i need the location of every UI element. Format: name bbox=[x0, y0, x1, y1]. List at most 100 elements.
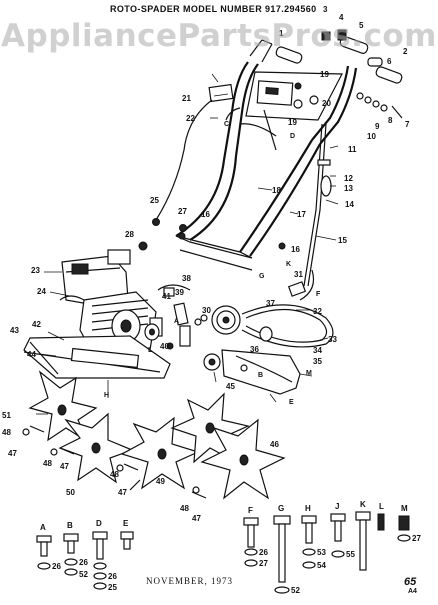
callout-48-a: 48 bbox=[2, 428, 11, 437]
callout-14: 14 bbox=[345, 200, 354, 209]
callout-12: 12 bbox=[344, 174, 353, 183]
callout-8: 8 bbox=[388, 116, 393, 125]
footer-date: NOVEMBER, 1973 bbox=[146, 576, 234, 586]
callout-40: 40 bbox=[160, 342, 169, 351]
callout-15: 15 bbox=[338, 236, 347, 245]
hardware-num-54: 54 bbox=[317, 561, 326, 570]
callout-39: 39 bbox=[175, 288, 184, 297]
hardware-letter-D: D bbox=[96, 519, 102, 528]
clutch-lever bbox=[208, 83, 234, 103]
bolt-H bbox=[301, 515, 317, 569]
control-cable bbox=[155, 99, 213, 221]
label-E: E bbox=[289, 399, 294, 406]
callout-47-d: 47 bbox=[192, 514, 201, 523]
grip-end-cap bbox=[367, 57, 383, 67]
callout-49: 49 bbox=[156, 477, 165, 486]
depth-rod bbox=[303, 123, 323, 287]
adjuster-knob bbox=[320, 175, 332, 197]
callout-48-c: 48 bbox=[110, 470, 119, 479]
page-sub: A4 bbox=[408, 588, 417, 595]
handlebar-left-tube bbox=[222, 61, 249, 161]
pin-L bbox=[377, 513, 385, 531]
callout-32: 32 bbox=[313, 307, 322, 316]
hardware-num-26-a: 26 bbox=[52, 562, 61, 571]
hardware-letter-G: G bbox=[278, 504, 284, 513]
hardware-labels: A B D E F G H J K L M 26 26 52 26 25 26 … bbox=[40, 500, 421, 595]
hardware-letter-B: B bbox=[67, 521, 73, 530]
callout-30: 30 bbox=[202, 306, 211, 315]
hardware-letter-M: M bbox=[401, 504, 408, 513]
page-code: 65 bbox=[404, 576, 417, 588]
callout-22: 22 bbox=[186, 114, 195, 123]
model-title: ROTO-SPADER MODEL NUMBER 917.294560 bbox=[110, 4, 317, 14]
label-L: L bbox=[148, 347, 153, 354]
hardware-num-27-b: 27 bbox=[412, 534, 421, 543]
grip-far-right bbox=[375, 66, 403, 84]
tine-shield bbox=[23, 335, 171, 398]
label-D: D bbox=[290, 133, 295, 140]
callout-47-b: 47 bbox=[60, 462, 69, 471]
callout-48-d: 48 bbox=[180, 504, 189, 513]
callout-34: 34 bbox=[313, 346, 322, 355]
label-C: C bbox=[224, 121, 229, 128]
callout-48-b: 48 bbox=[43, 459, 52, 468]
lower-handle-right bbox=[239, 139, 313, 253]
callout-10: 10 bbox=[367, 132, 376, 141]
label-B: B bbox=[258, 372, 263, 379]
callout-16-upper: 16 bbox=[201, 210, 210, 219]
hardware-num-52-b: 52 bbox=[291, 586, 300, 595]
callout-43: 43 bbox=[10, 326, 19, 335]
callout-9: 9 bbox=[375, 122, 380, 131]
bolt-K bbox=[355, 511, 371, 571]
label-G: G bbox=[259, 273, 265, 280]
callout-6: 6 bbox=[387, 57, 392, 66]
callout-28: 28 bbox=[125, 230, 134, 239]
callout-35: 35 bbox=[313, 357, 322, 366]
shield-label-plate bbox=[70, 347, 140, 369]
hardware-num-27-a: 27 bbox=[259, 559, 268, 568]
bolt-D bbox=[92, 531, 108, 590]
bolt-J bbox=[330, 513, 346, 558]
belt-guard bbox=[221, 349, 301, 395]
hardware-letter-A: A bbox=[40, 523, 46, 532]
callout-labels: 1 2 3 4 5 6 7 8 9 10 11 12 13 14 15 16 1… bbox=[2, 5, 410, 523]
hardware-letter-K: K bbox=[360, 500, 366, 509]
engine bbox=[59, 249, 208, 353]
callout-16-lower: 16 bbox=[291, 245, 300, 254]
hardware-num-26-c: 26 bbox=[108, 572, 117, 581]
label-H: H bbox=[104, 392, 109, 399]
callout-11: 11 bbox=[348, 145, 357, 154]
callout-13: 13 bbox=[344, 184, 353, 193]
hardware-num-26-b: 26 bbox=[79, 558, 88, 567]
hardware-letter-L: L bbox=[379, 502, 384, 511]
callout-20: 20 bbox=[322, 99, 331, 108]
callout-1: 1 bbox=[279, 29, 284, 38]
hardware-num-26-d: 26 bbox=[259, 548, 268, 557]
hardware-num-55: 55 bbox=[346, 550, 355, 559]
callout-47-c: 47 bbox=[118, 488, 127, 497]
bolt-G bbox=[273, 515, 291, 594]
bolt-F bbox=[243, 517, 259, 567]
callout-37: 37 bbox=[266, 299, 275, 308]
hardware-num-25: 25 bbox=[108, 583, 117, 592]
label-M: M bbox=[306, 370, 312, 377]
hardware-letter-E: E bbox=[123, 519, 129, 528]
callout-4: 4 bbox=[339, 13, 344, 22]
bolt-A bbox=[36, 535, 52, 570]
callout-50: 50 bbox=[66, 488, 75, 497]
grip-left-rubber bbox=[275, 46, 303, 64]
callout-3: 3 bbox=[323, 5, 328, 14]
callout-7: 7 bbox=[405, 120, 410, 129]
callout-46: 46 bbox=[270, 440, 279, 449]
hardware-row bbox=[36, 511, 411, 594]
callout-23: 23 bbox=[31, 266, 40, 275]
bolt-E bbox=[120, 531, 134, 550]
hardware-letter-J: J bbox=[335, 502, 339, 511]
control-panel-plate bbox=[245, 71, 343, 121]
hardware-num-52-a: 52 bbox=[79, 570, 88, 579]
label-K: K bbox=[286, 261, 291, 268]
callout-44: 44 bbox=[27, 350, 36, 359]
handlebar-assembly bbox=[155, 29, 403, 221]
hardware-letter-H: H bbox=[305, 504, 311, 513]
